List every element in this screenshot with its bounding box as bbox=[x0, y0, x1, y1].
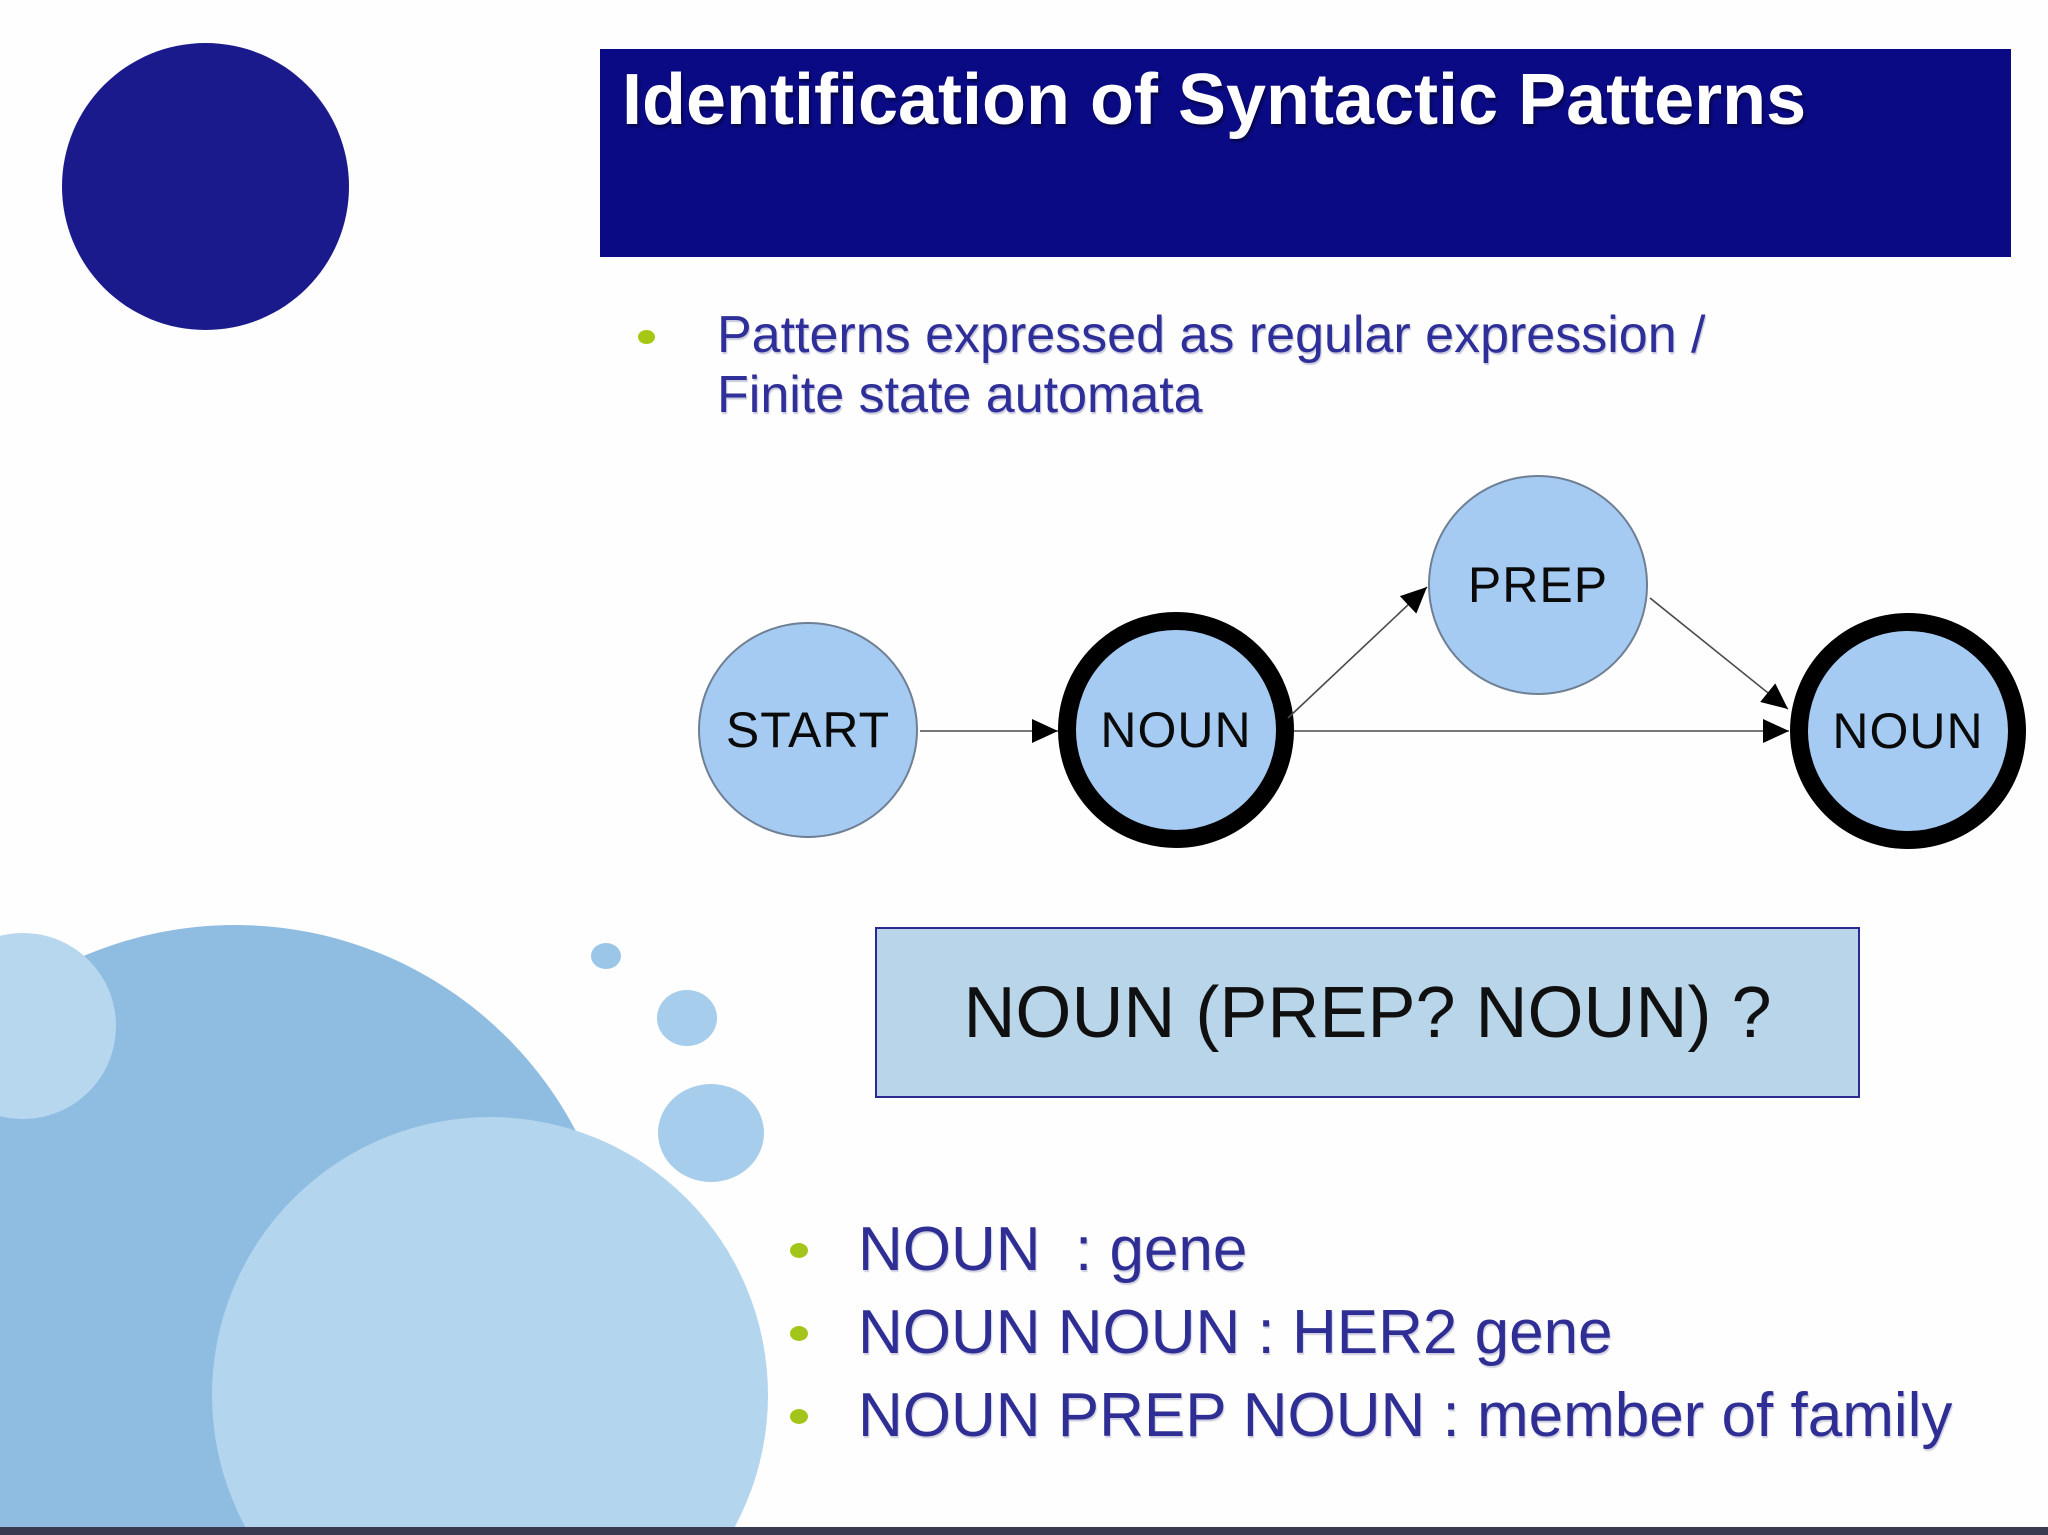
example-row-3: NOUN PREP NOUN : member of family bbox=[790, 1381, 1952, 1451]
pattern-box-text: NOUN (PREP? NOUN) ? bbox=[963, 972, 1772, 1053]
title-banner: Identification of Syntactic Patterns bbox=[600, 49, 2011, 257]
intro-bullet-icon bbox=[638, 330, 655, 344]
state-start-label: START bbox=[725, 702, 891, 758]
state-noun2-label: NOUN bbox=[1832, 703, 1984, 759]
example-bullet-icon bbox=[790, 1325, 808, 1341]
state-noun1-label: NOUN bbox=[1100, 702, 1252, 758]
transition-noun1-to-prep bbox=[1287, 586, 1428, 719]
example-row-2: NOUN NOUN : HER2 gene bbox=[790, 1298, 1613, 1368]
example-text-2: NOUN NOUN : HER2 gene bbox=[858, 1298, 1613, 1367]
state-noun-accepting-1: NOUN bbox=[1058, 612, 1294, 848]
pattern-box: NOUN (PREP? NOUN) ? bbox=[875, 927, 1860, 1098]
state-noun-accepting-2: NOUN bbox=[1790, 613, 2026, 849]
example-row-1: NOUN : gene bbox=[790, 1215, 1247, 1285]
intro-bullet-line-2: Finite state automata bbox=[717, 366, 1203, 424]
example-text-1: NOUN : gene bbox=[858, 1215, 1248, 1284]
example-bullet-icon bbox=[790, 1242, 808, 1258]
state-start: START bbox=[698, 622, 918, 838]
state-prep: PREP bbox=[1428, 475, 1648, 695]
decorative-dot-medium bbox=[657, 990, 717, 1046]
page-title: Identification of Syntactic Patterns bbox=[622, 60, 1807, 140]
intro-bullet-line-1: Patterns expressed as regular expression… bbox=[717, 306, 1706, 364]
state-prep-label: PREP bbox=[1467, 557, 1609, 613]
decorative-dot-large bbox=[658, 1084, 764, 1182]
example-bullet-icon bbox=[790, 1408, 808, 1424]
decorative-dot-small bbox=[591, 943, 621, 969]
intro-bullet-text: Patterns expressed as regular expression… bbox=[717, 305, 1977, 425]
example-text-3: NOUN PREP NOUN : member of family bbox=[858, 1381, 1953, 1450]
corner-navy-circle bbox=[62, 43, 349, 330]
bottom-strip bbox=[0, 1527, 2048, 1535]
transition-prep-to-noun2 bbox=[1649, 597, 1789, 710]
